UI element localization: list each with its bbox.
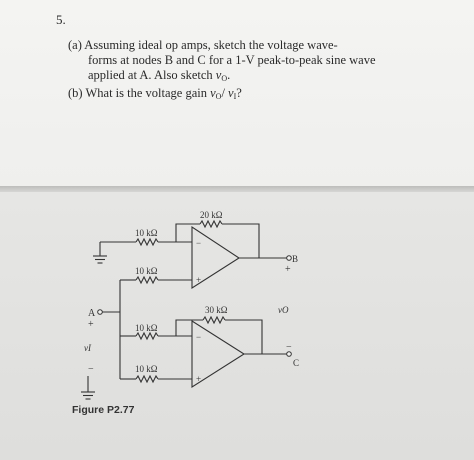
resistor-10k-top-plus (135, 275, 159, 285)
node-c-minus-sign: − (286, 342, 292, 353)
top-feedback-wire-right (222, 223, 260, 258)
label-20k: 20 kΩ (200, 210, 223, 220)
part-a-line-1: (a) Assuming ideal op amps, sketch the v… (68, 38, 338, 52)
resistor-30k (202, 315, 226, 325)
part-b-line: (b) What is the voltage gain vO/ vI? (68, 86, 460, 104)
vo-variable-sub: O (221, 74, 228, 83)
part-b-question-mark: ? (236, 86, 242, 100)
figure-caption: Figure P2.77 (72, 404, 135, 416)
vi-label: vI (84, 343, 92, 353)
resistor-20k (199, 219, 223, 229)
vo-variable: v (215, 68, 222, 82)
node-c-terminal (286, 351, 292, 357)
node-a-plus-sign: + (88, 319, 94, 330)
resistor-10k-top-input (135, 237, 159, 247)
node-b-plus-sign: + (285, 264, 291, 275)
part-b-text: (b) What is the voltage gain (68, 86, 211, 100)
gain-numerator: v (210, 86, 216, 100)
bottom-feedback-wire-right (225, 319, 263, 354)
problem-text: (a) Assuming ideal op amps, sketch the v… (68, 38, 460, 104)
page-bottom-sheet (0, 192, 474, 460)
resistor-10k-bottom-plus (135, 374, 159, 384)
part-a-line-3-text: applied at A. Also sketch (88, 68, 216, 82)
bottom-opamp-minus: − (196, 332, 201, 342)
gain-slash: / (221, 86, 229, 100)
page-fold-edge (0, 186, 474, 192)
label-10k-top-input: 10 kΩ (135, 228, 158, 238)
bottom-opamp-plus: + (196, 374, 201, 384)
top-opamp (191, 225, 241, 290)
vo-label: vO (278, 305, 289, 315)
label-30k: 30 kΩ (205, 305, 228, 315)
top-opamp-plus: + (196, 275, 201, 285)
top-feedback-wire-left (175, 223, 200, 242)
label-10k-bottom-input: 10 kΩ (135, 323, 158, 333)
resistor-10k-bottom-input (135, 331, 159, 341)
problem-number: 5. (56, 12, 66, 27)
gain-denominator: v (228, 86, 234, 100)
node-a-label: A (88, 308, 96, 319)
node-c-label: C (293, 358, 299, 368)
page-top-sheet (0, 0, 474, 186)
label-10k-bottom-plus: 10 kΩ (135, 364, 158, 374)
gain-numerator-sub: O (215, 92, 222, 101)
bottom-opamp (191, 319, 246, 389)
node-a-terminal (97, 309, 103, 315)
bottom-feedback-wire-left (175, 319, 203, 336)
gain-denominator-sub: I (233, 92, 237, 101)
top-opamp-minus: − (196, 238, 201, 248)
node-b-label: B (292, 254, 298, 264)
part-a-line-2: forms at nodes B and C for a 1-V peak-to… (88, 53, 376, 67)
label-10k-top-plus: 10 kΩ (135, 266, 158, 276)
node-b-terminal (286, 255, 292, 261)
part-a-line-3: applied at A. Also sketch vO. (68, 68, 460, 86)
node-a-minus-sign: − (88, 364, 94, 375)
part-a-period: . (227, 68, 231, 82)
